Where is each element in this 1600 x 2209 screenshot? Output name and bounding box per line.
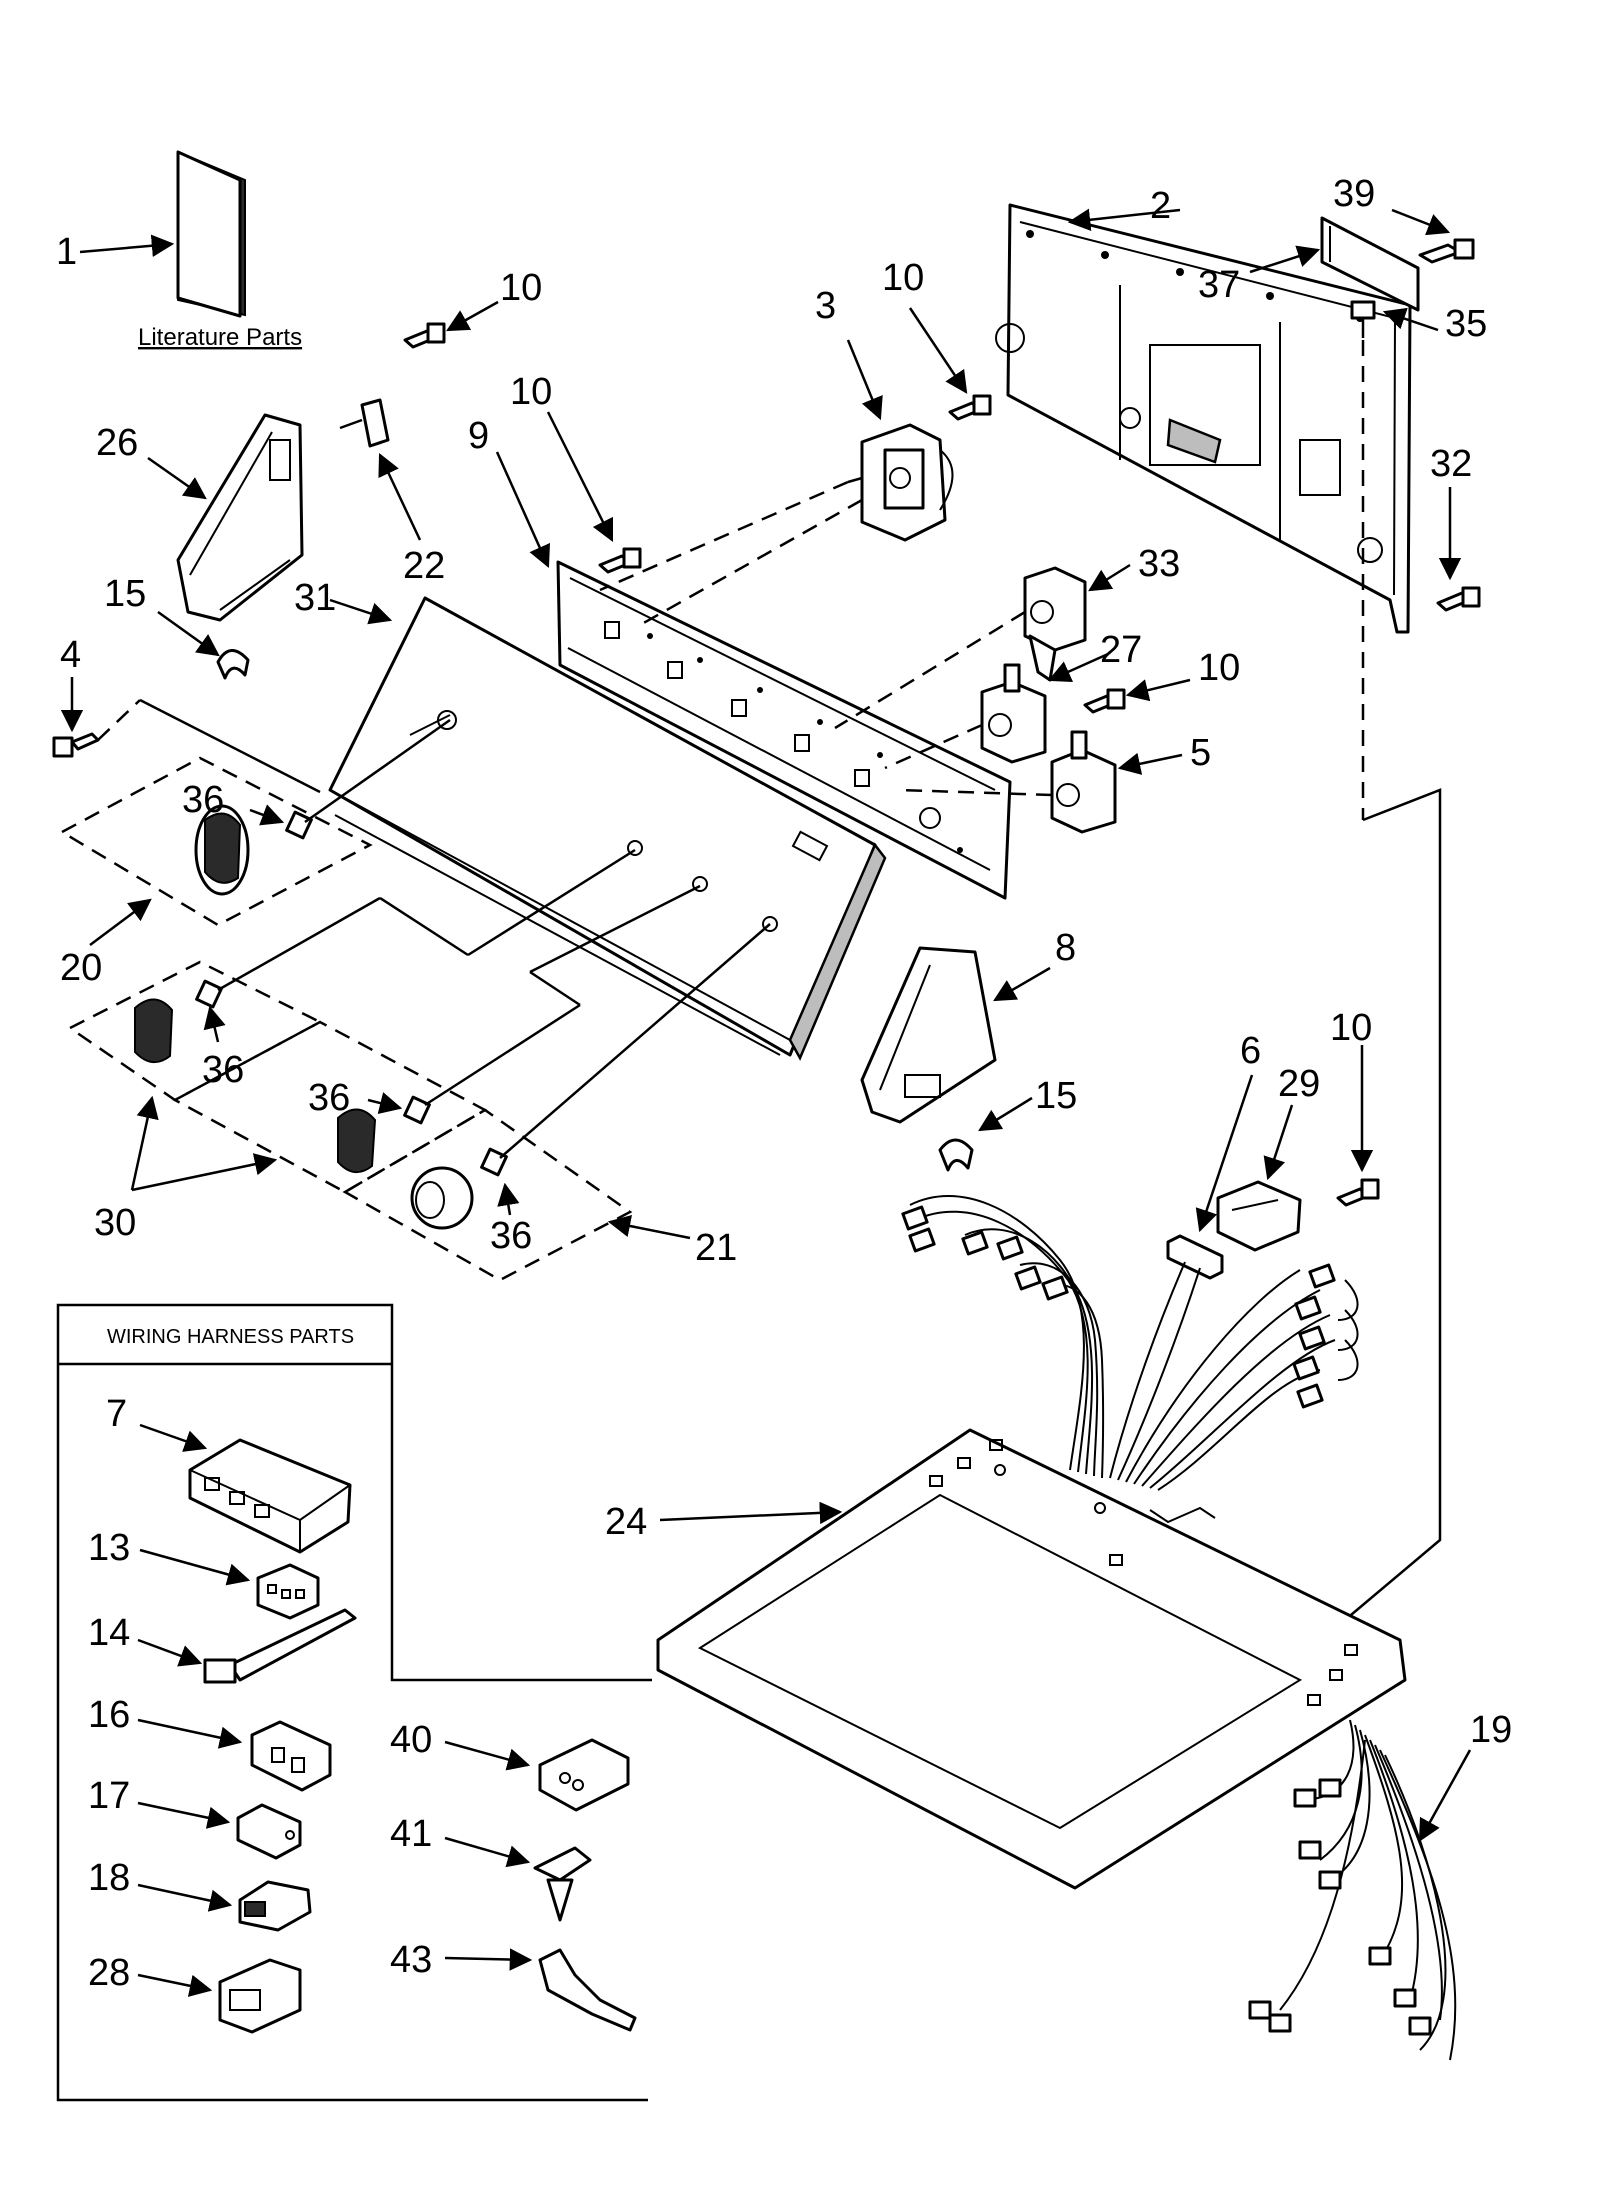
screw-35 <box>1350 300 1376 338</box>
screw-10-timer <box>948 394 992 421</box>
switch-33 <box>1023 566 1087 682</box>
callout-8: 8 <box>1055 927 1076 969</box>
clip-15-right <box>938 1138 974 1172</box>
upper-harness-terminals <box>901 1205 1336 1409</box>
callout-16: 16 <box>88 1694 130 1736</box>
part-7-connector-block <box>188 1438 352 1554</box>
literature-parts-booklet: Literature Parts <box>138 150 302 351</box>
callout-10-b: 10 <box>882 257 924 299</box>
callout-43: 43 <box>390 1939 432 1981</box>
callout-18: 18 <box>88 1857 130 1899</box>
knob-group-20 <box>59 756 373 927</box>
callout-41: 41 <box>390 1813 432 1855</box>
screw-10-switch <box>1083 688 1126 714</box>
callout-21: 21 <box>695 1227 737 1269</box>
washer-top <box>656 1428 1407 1890</box>
callout-2: 2 <box>1150 185 1171 227</box>
callout-26: 26 <box>96 422 138 464</box>
control-board-29 <box>1216 1180 1302 1252</box>
callout-6: 6 <box>1240 1030 1261 1072</box>
callout-20: 20 <box>60 947 102 989</box>
callout-30: 30 <box>94 1202 136 1244</box>
part-43-terminal <box>538 1948 637 2032</box>
callout-14: 14 <box>88 1612 130 1654</box>
callout-7: 7 <box>106 1393 127 1435</box>
callout-24: 24 <box>605 1501 647 1543</box>
callout-36-a: 36 <box>182 779 224 821</box>
timer <box>847 423 954 542</box>
callout-33: 33 <box>1138 543 1180 585</box>
part-40-connector <box>538 1738 630 1812</box>
callout-15-a: 15 <box>104 573 146 615</box>
callout-1: 1 <box>56 231 77 273</box>
callout-9: 9 <box>468 415 489 457</box>
callout-31: 31 <box>294 577 336 619</box>
callout-32: 32 <box>1430 443 1472 485</box>
lower-harness-wires <box>1279 1719 1457 2061</box>
clip-22 <box>339 398 390 448</box>
wiring-box-title: WIRING HARNESS PARTS <box>107 1326 354 1348</box>
left-end-cap <box>176 413 304 622</box>
screw-10-bracket <box>598 547 642 574</box>
knob-group-21 <box>342 1108 633 1282</box>
console-bracket <box>556 560 1012 900</box>
callout-10-c: 10 <box>510 371 552 413</box>
callout-3: 3 <box>815 285 836 327</box>
callout-40: 40 <box>390 1719 432 1761</box>
literature-parts-label: Literature Parts <box>138 324 302 351</box>
part-28-connector <box>218 1958 302 2034</box>
callout-13: 13 <box>88 1527 130 1569</box>
callout-5: 5 <box>1190 732 1211 774</box>
part-18-connector <box>238 1880 312 1932</box>
screw-39 <box>1418 238 1475 264</box>
screw-10-top-left <box>403 322 446 349</box>
callout-10-a: 10 <box>500 267 542 309</box>
clip-15-left <box>216 649 250 680</box>
lower-harness-terminals <box>1248 1778 1432 2036</box>
right-end-cap <box>860 946 997 1124</box>
screw-32 <box>1436 586 1481 612</box>
screw-10-harness <box>1336 1178 1380 1207</box>
part-14-cable-tie <box>203 1608 357 1684</box>
console <box>328 596 887 1061</box>
callout-17: 17 <box>88 1775 130 1817</box>
screw-4 <box>52 732 100 758</box>
callout-37: 37 <box>1198 264 1240 306</box>
switch-27 <box>980 663 1047 764</box>
part-13-connector <box>256 1563 320 1620</box>
knob-group-30 <box>67 960 488 1194</box>
upper-harness-wires <box>909 1195 1359 1491</box>
part-17-connector <box>236 1803 302 1860</box>
callout-10-e: 10 <box>1330 1007 1372 1049</box>
callout-10-d: 10 <box>1198 647 1240 689</box>
part-16-connector <box>250 1720 332 1792</box>
callout-22: 22 <box>403 545 445 587</box>
callout-39: 39 <box>1333 173 1375 215</box>
wiring-harness-parts-box: WIRING HARNESS PARTS <box>56 1303 652 2102</box>
callout-28: 28 <box>88 1952 130 1994</box>
callout-19: 19 <box>1470 1709 1512 1751</box>
callout-29: 29 <box>1278 1063 1320 1105</box>
callout-27: 27 <box>1100 629 1142 671</box>
callout-15-b: 15 <box>1035 1075 1077 1117</box>
callout-4: 4 <box>60 634 81 676</box>
callout-35: 35 <box>1445 303 1487 345</box>
switch-5 <box>1050 730 1117 834</box>
callout-36-b: 36 <box>202 1049 244 1091</box>
connector-6 <box>1166 1234 1224 1280</box>
callout-36-c: 36 <box>308 1077 350 1119</box>
part-41-clip <box>533 1846 592 1922</box>
small-bracket <box>1320 216 1420 312</box>
callout-36-d: 36 <box>490 1215 532 1257</box>
